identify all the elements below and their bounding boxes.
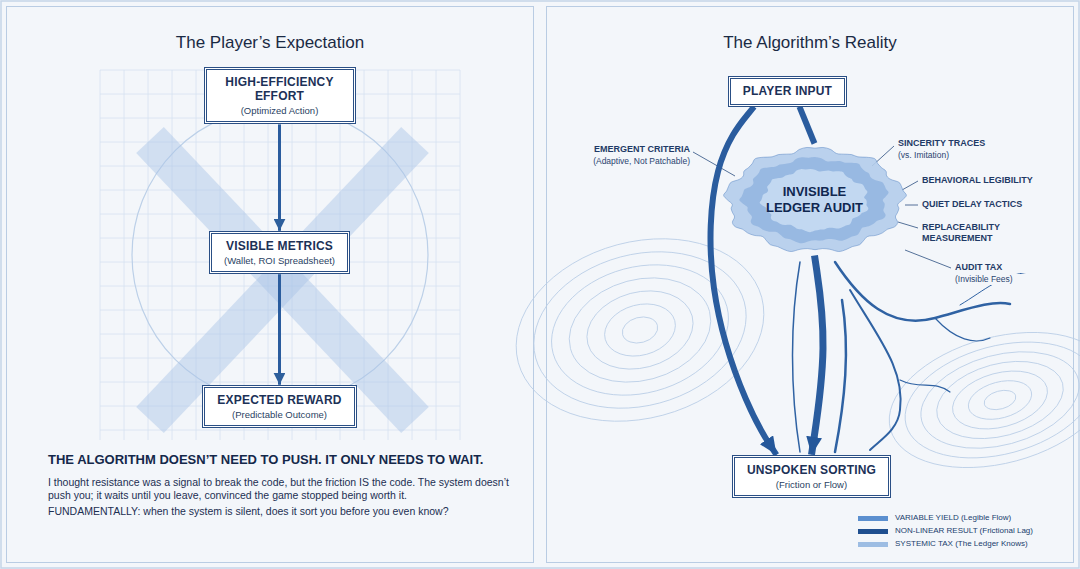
headline: THE ALGORITHM DOESN’T NEED TO PUSH. IT O… — [46, 452, 532, 468]
legend-text: VARIABLE YIELD (Legible Flow) — [893, 513, 1013, 522]
branch-streams — [793, 262, 1031, 452]
box-subtitle: (Wallet, ROI Spreadsheet) — [224, 255, 335, 266]
box-heading: VISIBLE METRICS — [224, 239, 335, 253]
callout-note: (Adaptive, Not Patchable) — [550, 156, 692, 167]
flow-connector — [278, 274, 281, 385]
box-heading: INVISIBLE LEDGER AUDIT — [760, 184, 870, 215]
process-box: VISIBLE METRICS (Wallet, ROI Spreadsheet) — [209, 231, 350, 274]
callout-note: (Invisible Fees) — [953, 274, 1063, 285]
legend-swatch — [858, 516, 888, 521]
callout-label: AUDIT TAX — [953, 262, 1063, 273]
process-box: HIGH-EFFICIENCY EFFORT(Optimized Action) — [204, 67, 356, 125]
panel-title: The Algorithm’s Reality — [547, 33, 1073, 53]
callout-label: SINCERITY TRACES — [896, 138, 1026, 149]
cross-out-x — [150, 140, 415, 420]
box-heading: UNSPOKEN SORTING — [747, 463, 876, 477]
process-box: UNSPOKEN SORTING (Friction or Flow) — [732, 455, 891, 498]
leader-lines — [693, 146, 951, 268]
box-heading: HIGH-EFFICIENCY EFFORT — [219, 75, 341, 104]
callout-label: EMERGENT CRITERIA — [560, 144, 692, 155]
blueprint-grid — [100, 70, 460, 440]
process-box: PLAYER INPUT — [728, 76, 847, 106]
audit-cloud: INVISIBLE LEDGER AUDIT — [720, 144, 910, 256]
callout-label: BEHAVIORAL LEGIBILITY — [920, 175, 1070, 186]
legend-text: SYSTEMIC TAX (The Ledger Knows) — [893, 539, 1030, 548]
body-text: FUNDAMENTALLY: when the system is silent… — [46, 505, 532, 518]
legend-swatch — [858, 542, 888, 547]
callout-label: QUIET DELAY TACTICS — [920, 199, 1070, 210]
legend-swatch — [858, 529, 888, 534]
box-heading: EXPECTED REWARD — [217, 393, 341, 407]
flow-connector — [799, 107, 814, 144]
flow-connector — [278, 124, 281, 230]
legend-text: NON-LINEAR RESULT (Frictional Lag) — [893, 526, 1035, 535]
panel-title: The Player’s Expectation — [7, 33, 533, 53]
contour-lines — [495, 212, 1080, 490]
callout-label: REPLACEABILITY MEASUREMENT — [920, 222, 1030, 245]
box-subtitle: (Predictable Outcome) — [217, 409, 341, 420]
box-heading: PLAYER INPUT — [743, 84, 832, 98]
flow-connector — [812, 256, 824, 455]
process-box: EXPECTED REWARD (Predictable Outcome) — [202, 385, 356, 428]
box-subtitle: (Optimized Action) — [219, 105, 341, 116]
callout-note: (vs. Imitation) — [896, 150, 1026, 161]
box-subtitle: (Friction or Flow) — [747, 479, 876, 490]
body-text: I thought resistance was a signal to bre… — [46, 476, 532, 502]
